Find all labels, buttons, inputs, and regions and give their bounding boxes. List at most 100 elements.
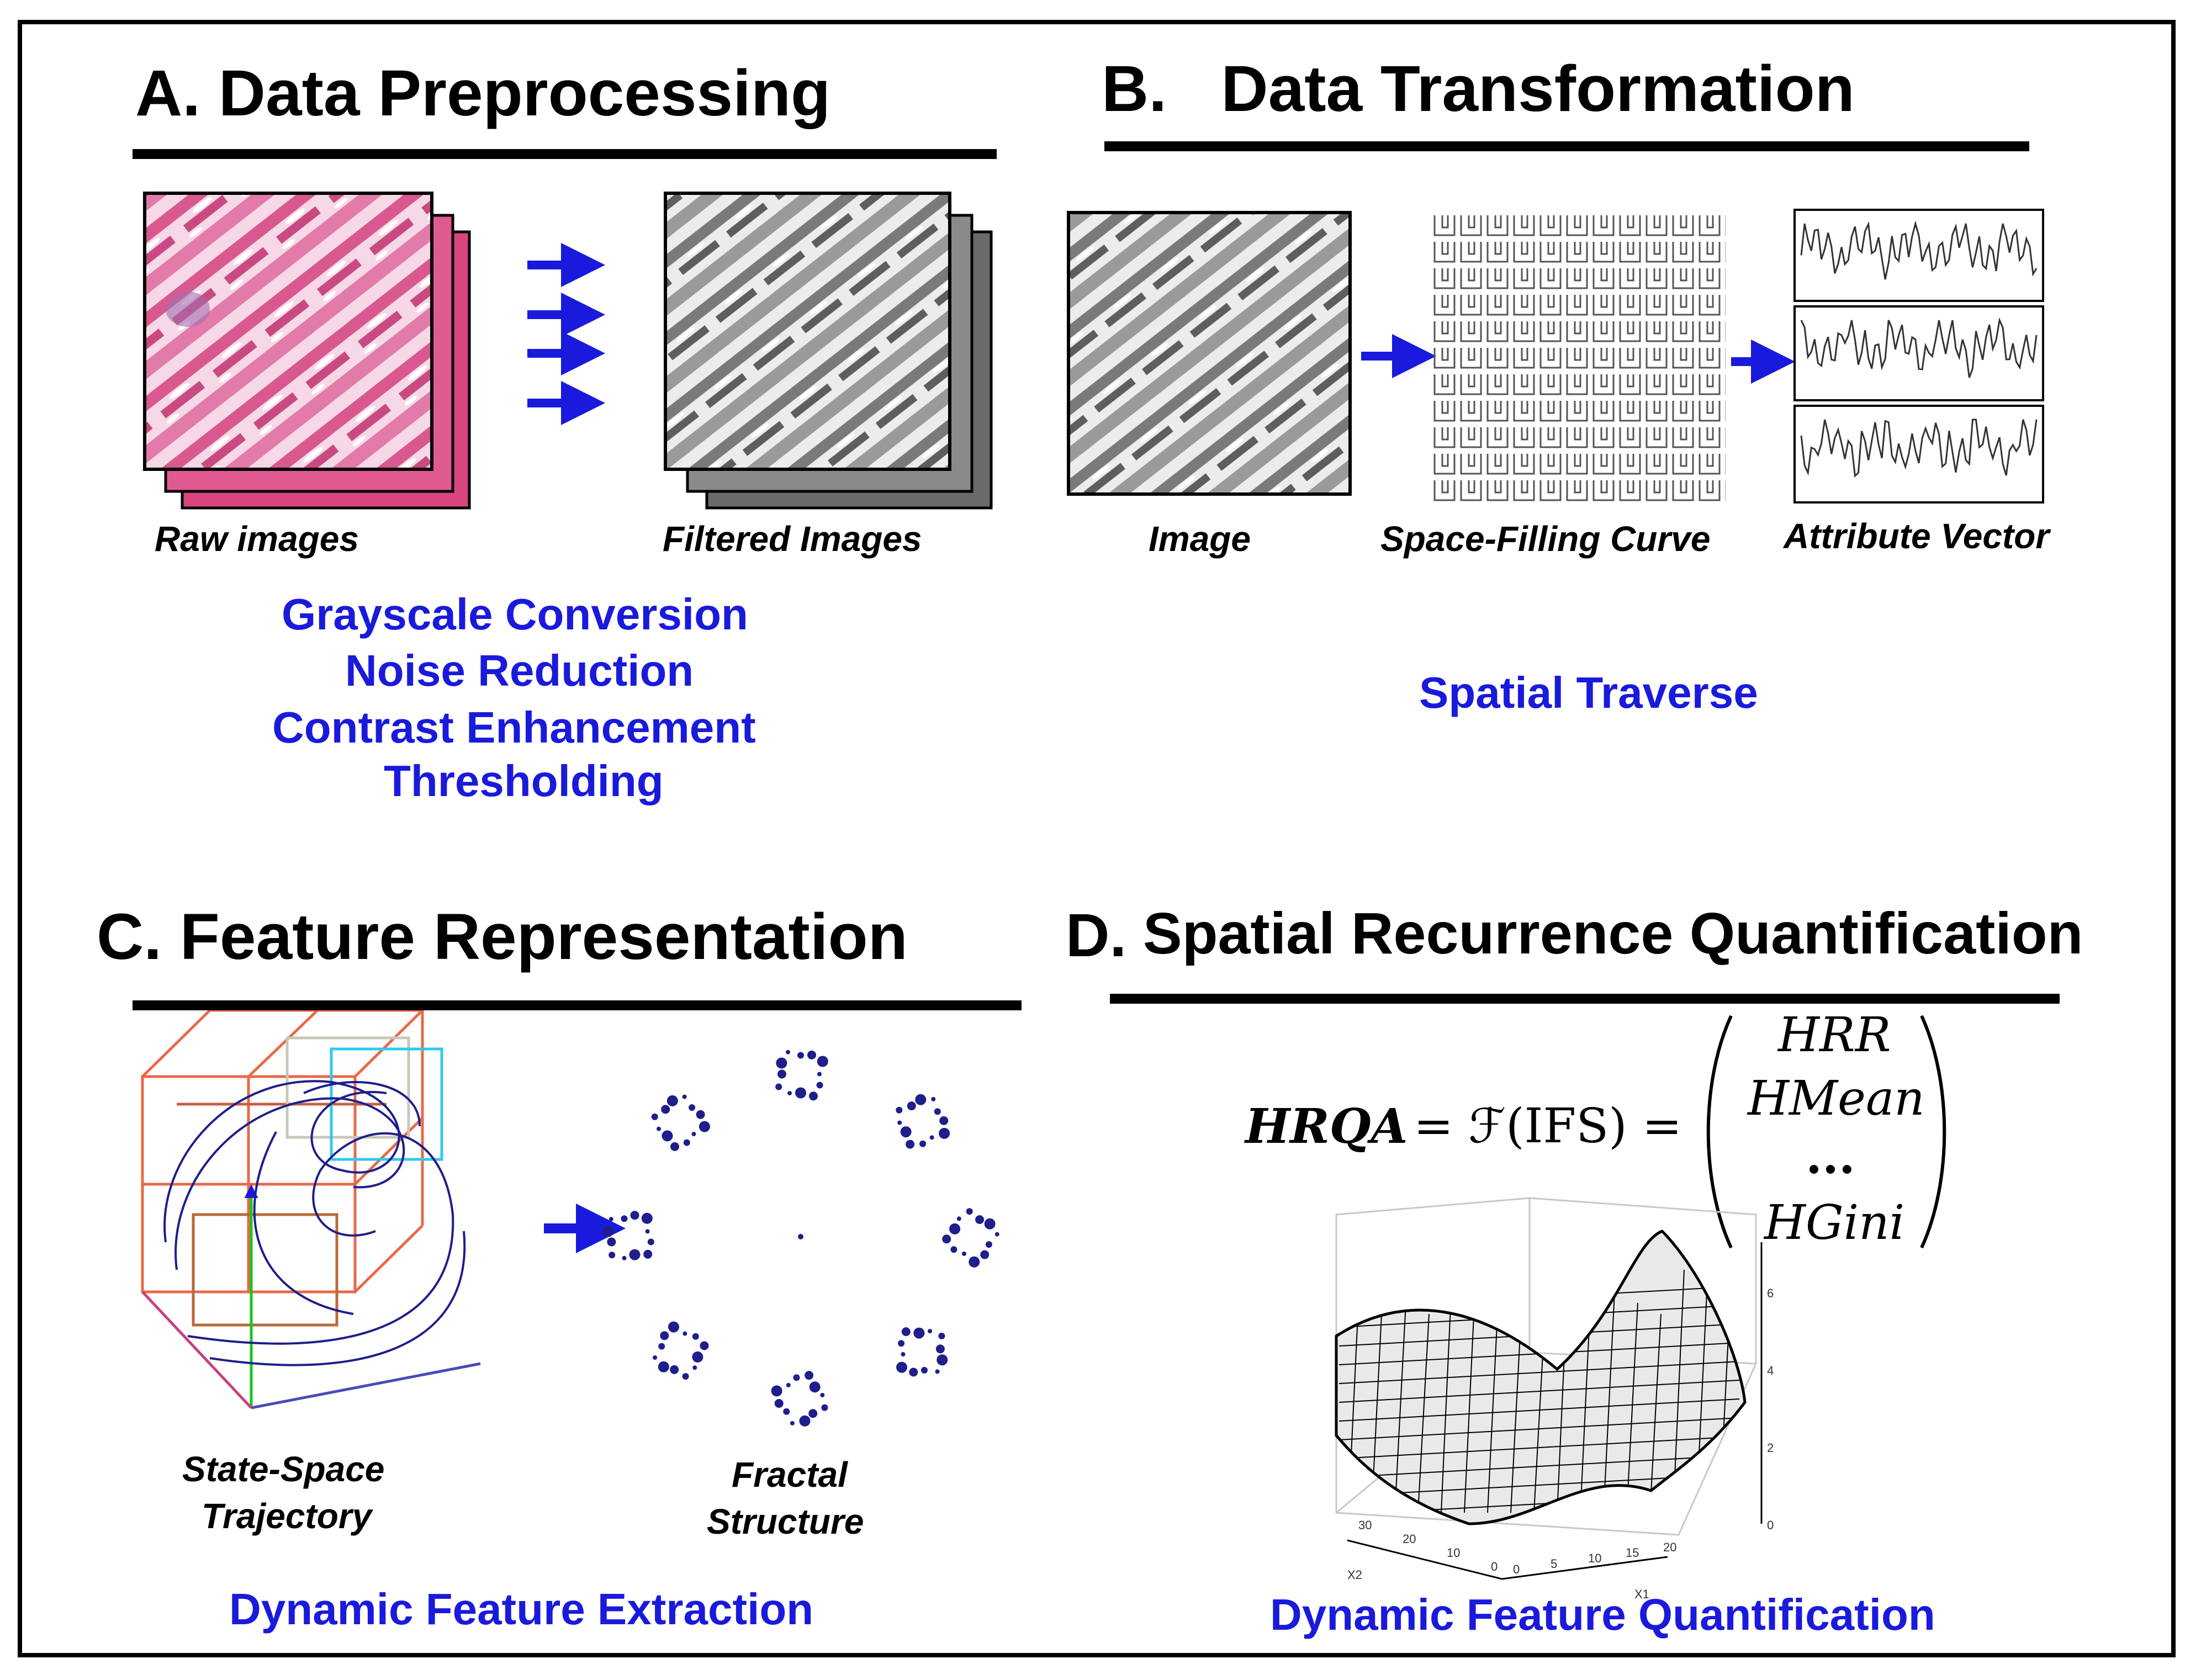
fractal-dot (653, 1355, 658, 1360)
step-thresholding: Thresholding (384, 756, 664, 805)
panel-c-rule (133, 1000, 1022, 1010)
signal-trace (1800, 220, 2038, 280)
fractal-dot (670, 1365, 679, 1374)
fractal-dot (786, 1382, 791, 1387)
fractal-dot (937, 1354, 948, 1366)
fractal-dot (975, 1215, 985, 1225)
fractal-dot (692, 1351, 703, 1363)
x2-tick-label: 0 (1491, 1560, 1498, 1573)
fractal-dot (668, 1321, 679, 1333)
fractal-dot (783, 1408, 790, 1415)
fractal-dot (658, 1361, 669, 1372)
z-tick-label: 2 (1767, 1441, 1774, 1455)
fractal-dot (901, 1327, 911, 1337)
fractal-dot (799, 1415, 811, 1427)
fractal-dot (994, 1232, 999, 1237)
mesh-line (1338, 1436, 1740, 1459)
space-filling-curve (1430, 210, 1726, 505)
fractal-dot (692, 1365, 697, 1370)
fractal-dot (661, 1105, 670, 1114)
vector-hrr: HRR (1778, 1008, 1891, 1063)
vector-hgini: HGini (1764, 1195, 1905, 1250)
fractal-dot (670, 1142, 679, 1151)
attribute-vector (1793, 209, 2044, 504)
fractal-dot (641, 1212, 653, 1224)
trajectory-curves (163, 1080, 466, 1366)
process-spatial-traverse: Spatial Traverse (1419, 668, 1758, 717)
fractal-dot (984, 1218, 996, 1229)
fractal-dot (776, 1057, 787, 1069)
fractal-dot (807, 1050, 816, 1059)
fractal-dot (821, 1404, 828, 1411)
fractal-dot (896, 1106, 903, 1114)
caption-filtered-images: Filtered Images (663, 519, 922, 559)
vector-ellipsis: ... (1806, 1129, 1855, 1185)
panel-b-rule (1104, 141, 2029, 151)
fractal-dot (657, 1126, 661, 1131)
fractal-dot (651, 1113, 658, 1120)
fractal-dot (919, 1140, 927, 1147)
fractal-dot (939, 1116, 949, 1125)
fractal-dot (621, 1215, 628, 1222)
caption-state-space: State-Space (182, 1449, 385, 1489)
panel-d-title: Spatial Recurrence Quantification (1143, 901, 2083, 966)
x1-tick-label: 20 (1663, 1540, 1677, 1554)
caption-raw-images: Raw images (155, 519, 359, 559)
x2-axis-label: X2 (1347, 1568, 1362, 1582)
x1-tick-label: 15 (1626, 1546, 1639, 1560)
fractal-dot (699, 1121, 710, 1132)
fractal-dot (915, 1094, 927, 1105)
x2-tick-label: 20 (1403, 1532, 1416, 1546)
caption-fractal: Fractal (732, 1455, 848, 1494)
formula-mid: = ℱ(IFS) = (1414, 1099, 1683, 1154)
fractal-dot (660, 1331, 669, 1340)
mesh-line (1338, 1398, 1740, 1422)
figure-frame (18, 20, 2176, 1657)
fractal-dot (609, 1252, 616, 1259)
fractal-dot (689, 1104, 696, 1111)
fractal-dot (900, 1126, 912, 1138)
fractal-dot (786, 1050, 790, 1054)
fractal-dot (682, 1331, 687, 1336)
caption-space-filling-curve: Space-Filling Curve (1380, 519, 1711, 559)
mesh-line (1336, 1269, 1337, 1513)
fractal-dot (966, 1208, 973, 1215)
fractal-dot (938, 1332, 945, 1339)
fractal-dot (929, 1135, 934, 1140)
z-tick-label: 0 (1767, 1518, 1774, 1532)
fractal-dot (692, 1333, 699, 1340)
fractal-dot (921, 1366, 928, 1374)
fractal-dot (602, 1226, 614, 1237)
x2-tick-label: 10 (1447, 1546, 1461, 1560)
fractal-dot (682, 1373, 689, 1380)
fractal-dot (820, 1393, 825, 1397)
fractal-dot (909, 1368, 918, 1377)
mesh-line (1338, 1417, 1740, 1440)
fractal-dot (817, 1072, 822, 1077)
fractal-dot (896, 1361, 907, 1373)
x1-axis-label: X1 (1634, 1587, 1649, 1601)
filtered-images-stack (664, 192, 993, 510)
mesh-line (1338, 1455, 1740, 1478)
fractal-dot (931, 1096, 936, 1101)
fractal-dot (809, 1091, 818, 1101)
fractal-dot (647, 1238, 654, 1246)
panel-b-title: B. Data Transformation (1102, 52, 1855, 125)
step-noise-reduction: Noise Reduction (345, 646, 694, 695)
z-tick-label: 6 (1767, 1286, 1774, 1300)
x1-tick-label: 10 (1588, 1551, 1602, 1565)
panel-a-rule (133, 149, 997, 159)
fractal-dot (956, 1216, 961, 1221)
fractal-dot (645, 1229, 650, 1234)
fractal-dot (777, 1069, 786, 1079)
fractal-dot (969, 1256, 980, 1268)
fractal-dot (643, 1249, 653, 1259)
fractal-dot (683, 1139, 690, 1146)
fractal-dot (666, 1095, 678, 1106)
fractal-dot (907, 1101, 916, 1111)
fractal-dot (985, 1241, 992, 1248)
vector-hmean: HMean (1748, 1071, 1925, 1126)
fractal-dot (795, 1087, 806, 1099)
fractal-dot (805, 1371, 814, 1380)
